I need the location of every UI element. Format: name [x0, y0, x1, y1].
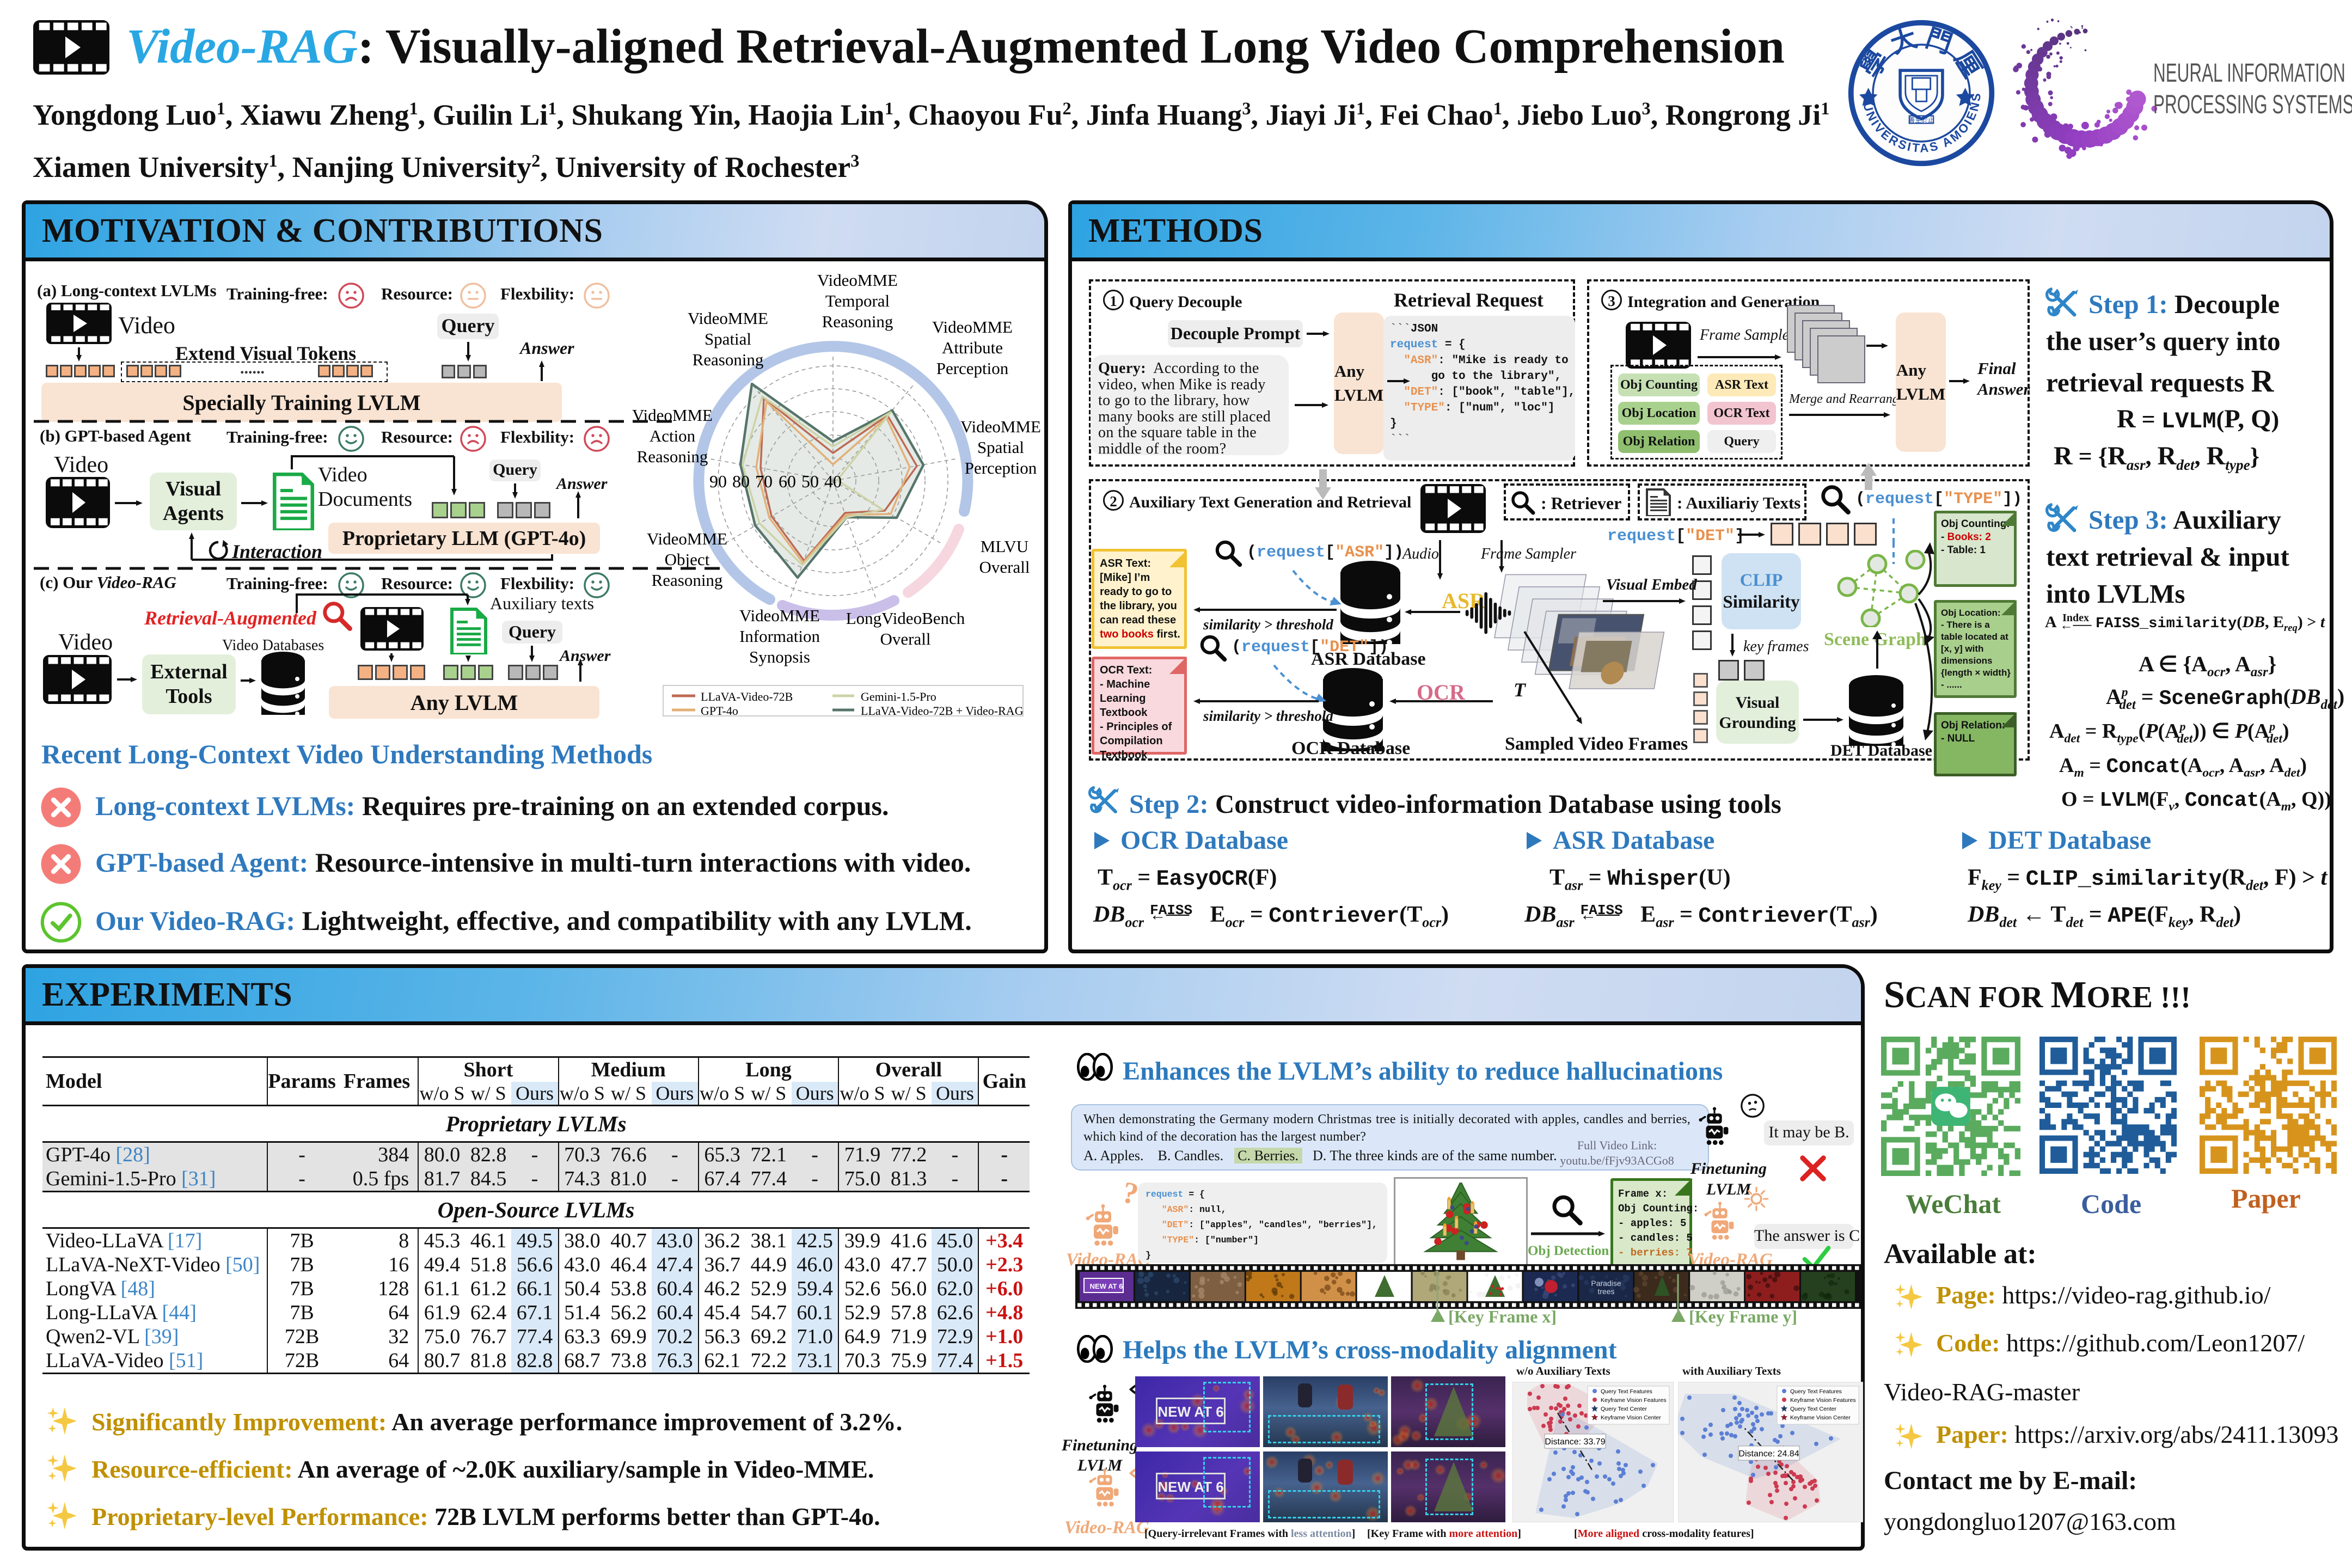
svg-text:VideoMME: VideoMME [647, 529, 727, 548]
svg-text:Query Text Features: Query Text Features [1790, 1388, 1842, 1395]
svg-text:LLaVA-Video-72B + Video-RAG: LLaVA-Video-72B + Video-RAG [861, 704, 1024, 715]
svg-text:Query Text Center: Query Text Center [1790, 1406, 1837, 1412]
svg-text:80: 80 [732, 471, 750, 491]
svg-text:Reasoning: Reasoning [822, 312, 893, 331]
svg-text:LLaVA-Video-72B: LLaVA-Video-72B [701, 690, 793, 703]
svg-text:70: 70 [755, 471, 773, 491]
svg-text:Reasoning: Reasoning [652, 571, 723, 590]
svg-text:VideoMME: VideoMME [739, 606, 820, 625]
svg-text:Perception: Perception [965, 458, 1037, 477]
svg-text:Overall: Overall [880, 629, 931, 648]
svg-text:Perception: Perception [936, 359, 1009, 378]
svg-text:VideoMME: VideoMME [632, 406, 713, 425]
svg-text:90: 90 [709, 471, 727, 491]
svg-text:Distance: 24.84: Distance: 24.84 [1738, 1449, 1799, 1459]
svg-text:VideoMME: VideoMME [960, 417, 1041, 436]
svg-text:Overall: Overall [979, 558, 1030, 577]
svg-text:善至於止: 善至於止 [1908, 117, 1934, 124]
svg-text:Distance: 33.79: Distance: 33.79 [1545, 1437, 1605, 1447]
svg-text:Spatial: Spatial [705, 329, 751, 348]
svg-text:Information: Information [739, 627, 820, 646]
svg-text:Paradise: Paradise [1591, 1279, 1621, 1288]
svg-text:trees: trees [1597, 1287, 1614, 1296]
svg-text:Query Text Features: Query Text Features [1601, 1388, 1652, 1395]
svg-text:MLVU: MLVU [981, 537, 1028, 556]
svg-text:Keyframe Vision Features: Keyframe Vision Features [1790, 1397, 1856, 1404]
svg-text:Reasoning: Reasoning [693, 350, 764, 369]
svg-text:Object: Object [665, 550, 710, 569]
svg-text:Gemini-1.5-Pro: Gemini-1.5-Pro [861, 690, 936, 703]
svg-text:Temporal: Temporal [825, 291, 890, 310]
svg-text:50: 50 [801, 471, 819, 491]
svg-text:Keyframe Vision Center: Keyframe Vision Center [1790, 1414, 1851, 1421]
svg-text:40: 40 [824, 471, 842, 491]
svg-text:GPT-4o: GPT-4o [701, 704, 738, 715]
svg-text:VideoMME: VideoMME [817, 271, 898, 290]
svg-text:VideoMME: VideoMME [932, 317, 1013, 336]
svg-text:Action: Action [650, 426, 696, 445]
svg-text:NEW AT 6: NEW AT 6 [1090, 1282, 1123, 1290]
svg-text:Attribute: Attribute [942, 338, 1003, 357]
svg-text:Spatial: Spatial [977, 438, 1024, 457]
svg-text:Keyframe Vision Features: Keyframe Vision Features [1601, 1397, 1667, 1404]
svg-text:Query Text Center: Query Text Center [1601, 1406, 1647, 1412]
svg-text:Synopsis: Synopsis [749, 647, 810, 666]
svg-text:Keyframe Vision Center: Keyframe Vision Center [1601, 1414, 1661, 1421]
svg-text:VideoMME: VideoMME [688, 309, 768, 328]
svg-text:60: 60 [779, 471, 796, 491]
svg-text:Reasoning: Reasoning [637, 447, 708, 466]
svg-text:LongVideoBench: LongVideoBench [846, 609, 965, 628]
